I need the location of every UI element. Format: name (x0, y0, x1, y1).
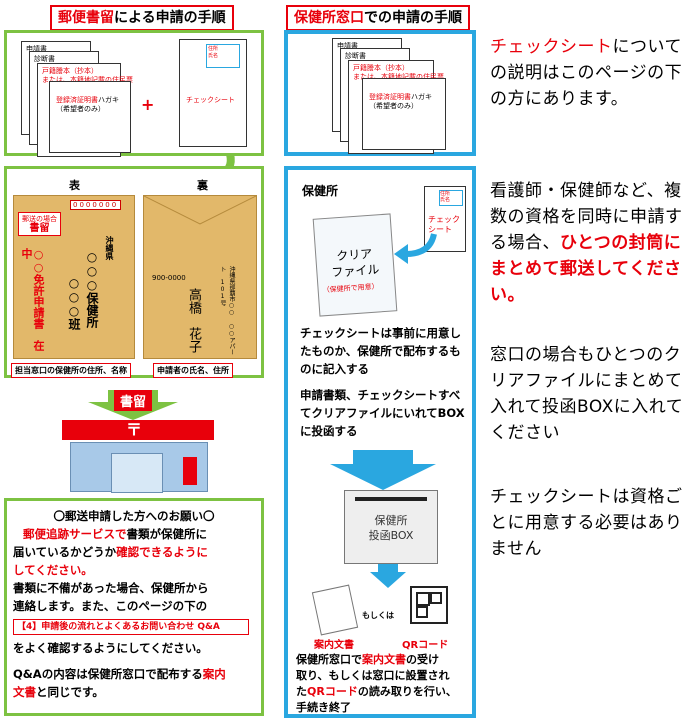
header-red-text: 郵便書留 (58, 10, 114, 26)
doc-diagnosis-label: 診断書 (34, 55, 55, 63)
doc-application-label: 申請書 (26, 45, 47, 53)
envelope-front-label: 表 (69, 179, 80, 192)
or-label: もしくは (362, 611, 394, 620)
post-office-door (111, 453, 163, 493)
notice-line-7: Q&Aの内容は保健所窓口で配布する案内 (13, 667, 226, 681)
header-text: による申請の手順 (114, 10, 226, 26)
guidance-doc-label: 案内文書 (314, 640, 354, 651)
qr-label: QRコード (402, 640, 449, 651)
final-line-3: たQRコードの読み取りを行い、 (296, 685, 457, 698)
callout-address-left: 担当窓口の保健所の住所、名称 (11, 363, 131, 378)
doc-diagnosis-w-label: 診断書 (345, 52, 366, 60)
doc-koseki-w-label: 戸籍謄本（抄本）または、本籍地記載の住民票 (353, 64, 444, 81)
documents-box-window: 申請書 診断書 戸籍謄本（抄本）または、本籍地記載の住民票 登録済証明書ハガキ（… (284, 30, 476, 156)
registered-mail-stamp: 郵送の場合書留 (18, 212, 61, 236)
qr-finder-3 (416, 606, 428, 618)
check-sheet-address-box: 住所氏名 (439, 190, 463, 206)
notice-line-6: をよく確認するようにしてください。 (13, 641, 208, 655)
submission-box-label: 保健所 投函BOX (368, 514, 414, 542)
post-office-building (70, 442, 208, 493)
doc-checksheet-label: チェックシート (186, 96, 235, 104)
doc-hagaki: 登録済証明書ハガキ（希望者のみ） (49, 81, 131, 153)
envelope-front: 0000000 郵送の場合書留 ○○免許申請書 在中 沖縄県 ○○○保健所 ○○… (13, 195, 135, 359)
documents-box-mail: 申請書 診断書 戸籍謄本（抄本）または、本籍地記載の住民票 登録済証明書ハガキ（… (4, 30, 264, 157)
window-step-1: チェックシートは事前に用意したものか、保健所で配布するものに記入する (300, 326, 461, 376)
side-note-per-license: チェックシートは資格ごとに用意する必要はありません (490, 487, 683, 559)
doc-koseki-label: 戸籍謄本（抄本）または、本籍地記載の住民票 (42, 67, 133, 84)
kakitome-arrow: 書留 (78, 390, 188, 420)
postal-code-boxes: 0000000 (70, 200, 122, 210)
address-box: 住所氏名 (206, 44, 240, 68)
mailbox-icon (183, 457, 197, 485)
qr-code-icon (410, 586, 448, 624)
final-line-4: 手続き終了 (296, 701, 351, 714)
side-note-checksheet: チェックシートについての説明はこのページの下の方にあります。 (490, 37, 683, 109)
post-mark-icon: 〒 (126, 420, 143, 439)
qa-link-box[interactable]: 【4】申請後の流れとよくあるお問い合わせ Q&A (13, 619, 249, 635)
license-application-text: ○○免許申請書 在中 (20, 248, 45, 351)
big-down-arrow-icon (330, 450, 436, 490)
final-line-1: 保健所窓口で案内文書の受け (296, 653, 439, 666)
final-line-2: 取り、もしくは窓口に設置され (296, 669, 450, 682)
notice-box: 〇郵送申請した方へのお願い〇 郵便追跡サービスで書類が保健所に 届いているかどう… (4, 498, 264, 716)
window-step-2: 申請書類、チェックシートすべてクリアファイルにいれてBOXに投函する (300, 388, 465, 438)
notice-line-2: 届いているかどうか確認できるように (13, 545, 208, 559)
okinawa-text: 沖縄県 (105, 236, 114, 260)
side-note-window: 窓口の場合もひとつのクリアファイルにまとめて入れて投函BOXに入れてください (490, 345, 684, 443)
submission-box: 保健所 投函BOX (344, 490, 438, 564)
qr-finder-1 (416, 592, 430, 606)
clear-file-note: （保健所で用意） (322, 282, 379, 295)
doc-application-w-label: 申請書 (337, 42, 358, 50)
notice-line-8: 文書と同じです。 (13, 685, 104, 699)
mail-procedure-header: 郵便書留による申請の手順 (50, 5, 234, 31)
callout-address-right: 申請者の氏名、住所 (153, 363, 233, 378)
clear-file-label: クリア ファイル (330, 246, 380, 280)
notice-line-3: してください。 (13, 563, 93, 577)
envelope-back-label: 裏 (197, 179, 208, 192)
qr-finder-2 (430, 592, 442, 604)
back-postal-code: 900-0000 (152, 274, 186, 282)
window-final-text: 保健所窓口で案内文書の受け 取り、もしくは窓口に設置され たQRコードの読み取り… (296, 652, 476, 716)
back-address: 沖縄県那覇市○○ ○○アパート 101号 (219, 266, 235, 355)
post-office-roof: 〒 (62, 420, 214, 440)
doc-checksheet: 住所氏名 チェックシート (179, 39, 247, 147)
header-text-window: での申請の手順 (364, 10, 462, 26)
notice-line-4: 書類に不備があった場合、保健所から (13, 581, 209, 595)
check-sheet-label: チェックシート (428, 215, 460, 234)
hokenjo-text: ○○○保健所 (85, 250, 99, 328)
plus-sign: + (141, 95, 155, 114)
doc-hagaki-w: 登録済証明書ハガキ（希望者のみ） (362, 78, 446, 150)
envelope-box: 表 裏 0000000 郵送の場合書留 ○○免許申請書 在中 沖縄県 ○○○保健… (4, 166, 264, 378)
doc-hagaki-label: 登録済証明書ハガキ（希望者のみ） (56, 96, 119, 113)
window-procedure-box: 保健所 住所氏名 チェックシート クリア ファイル （保健所で用意） チェックシ… (284, 166, 476, 718)
small-down-arrow-icon (370, 564, 406, 588)
hokenjo-label: 保健所 (302, 184, 339, 198)
kakitome-badge: 書留 (114, 390, 153, 411)
window-procedure-header: 保健所窓口での申請の手順 (286, 5, 470, 31)
notice-line-5: 連絡します。また、このページの下の (13, 599, 208, 613)
side-note-multiple: 看護師・保健師など、複数の資格を同時に申請する場合、ひとつの封筒にまとめて郵送し… (490, 181, 683, 305)
back-name: 高橋 花子 (186, 288, 201, 353)
header-red-text-window: 保健所窓口 (294, 10, 364, 26)
guidance-document (311, 584, 359, 636)
envelope-back: 900-0000 沖縄県那覇市○○ ○○アパート 101号 高橋 花子 (143, 195, 257, 359)
notice-title: 〇郵送申請した方へのお願い〇 (53, 509, 215, 523)
envelope-flap-icon (144, 196, 256, 225)
notice-line-1: 郵便追跡サービスで書類が保健所に (23, 527, 207, 541)
doc-hagaki-w-label: 登録済証明書ハガキ（希望者のみ） (369, 93, 432, 110)
clear-file: クリア ファイル （保健所で用意） (312, 213, 398, 317)
post-office: 〒 (62, 420, 214, 493)
han-text: ○○○班 (67, 276, 81, 330)
submission-slot (355, 497, 427, 501)
blue-curved-arrow-icon (394, 233, 437, 264)
